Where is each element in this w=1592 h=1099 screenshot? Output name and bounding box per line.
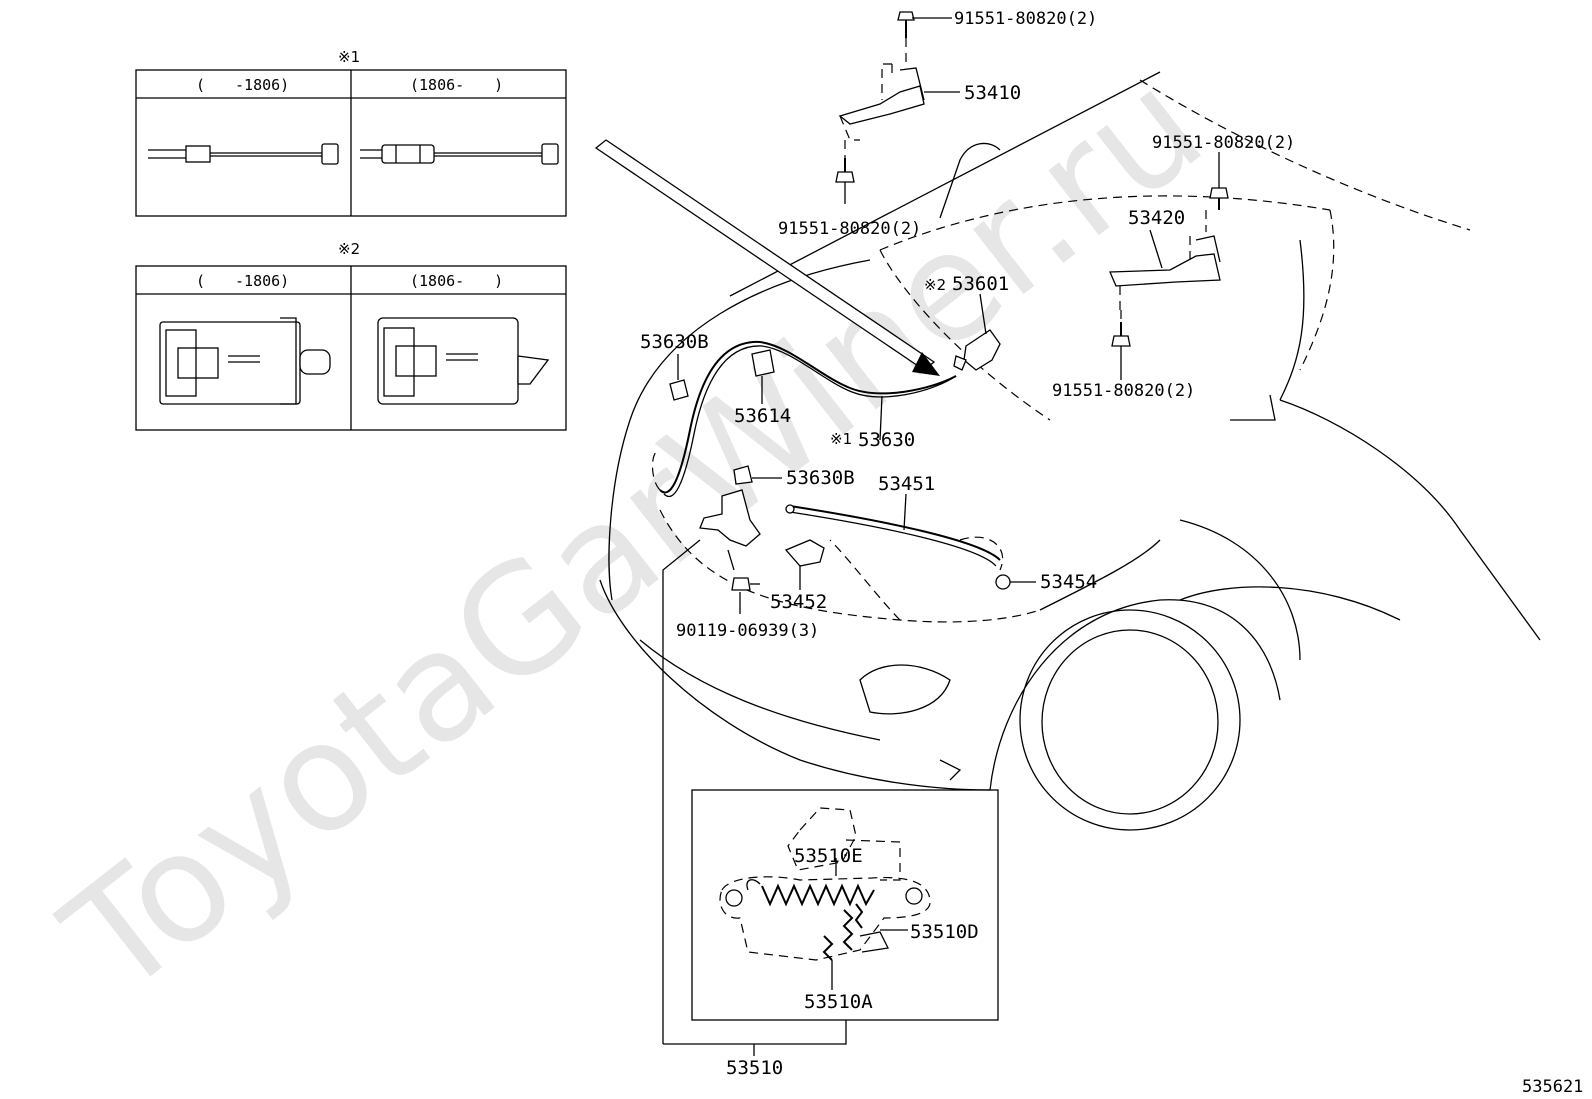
clamp-icon <box>669 379 689 401</box>
lever-late-icon <box>377 317 550 405</box>
vehicle-outline <box>599 71 1541 831</box>
hood-release-cable-icon <box>651 340 957 498</box>
direction-arrow <box>594 139 940 376</box>
label-lever: 53601 <box>952 273 1009 295</box>
inset-1-marker: ※1 <box>338 48 360 66</box>
diagram-id: 535621 <box>1522 1077 1583 1097</box>
bolt-icon <box>1209 187 1229 210</box>
inset-2-header-left: ( -1806) <box>196 272 289 290</box>
rod-holder-icon <box>784 539 825 567</box>
inset-2-marker: ※2 <box>338 240 360 258</box>
label-bolt-left-lower: 91551-80820(2) <box>778 219 921 239</box>
label-bolt-right-upper: 91551-80820(2) <box>1152 133 1295 153</box>
label-clip: 53614 <box>734 405 791 427</box>
hood-lock-assy-icon <box>699 489 761 571</box>
label-lock-spring-e: 53510E <box>794 845 863 867</box>
bolt-icon <box>897 11 915 64</box>
cable-end-late-icon <box>360 143 559 165</box>
label-hinge-right: 53420 <box>1128 207 1185 229</box>
bolt-icon <box>731 577 760 591</box>
lever-early-icon <box>159 317 331 405</box>
inset-1-header-right: (1806- ) <box>410 76 503 94</box>
label-support-rod: 53451 <box>878 473 935 495</box>
hood-lock-control-lever-icon <box>953 329 1001 371</box>
label-clamp-upper: 53630B <box>640 331 709 353</box>
label-lock-spring-a: 53510A <box>804 991 873 1013</box>
hood-hinge-left-icon <box>838 63 925 141</box>
bolt-icon <box>1111 310 1131 372</box>
leader-lines <box>677 17 1220 614</box>
hood-support-rod-icon <box>785 504 1001 567</box>
label-hinge-left: 53410 <box>964 82 1021 104</box>
label-bolt-top: 91551-80820(2) <box>954 9 1097 29</box>
lock-assy-bracket <box>662 539 847 1056</box>
label-clamp-lower: 53630B <box>786 467 855 489</box>
inset-1-header-left: ( -1806) <box>196 76 289 94</box>
inset-2-table: ※2 ( -1806) (1806- ) <box>135 240 567 431</box>
clip-icon <box>751 349 775 404</box>
label-bolt-lock: 90119-06939(3) <box>676 621 819 641</box>
bolt-icon <box>835 140 855 204</box>
label-rod-holder: 53452 <box>770 591 827 613</box>
label-cushion: 53454 <box>1040 571 1097 593</box>
label-lock-spring-d: 53510D <box>910 921 979 943</box>
inset-2-header-right: (1806- ) <box>410 272 503 290</box>
label-lock-assy: 53510 <box>726 1057 783 1079</box>
label-cable: 53630 <box>858 429 915 451</box>
label-bolt-right-lower: 91551-80820(2) <box>1052 381 1195 401</box>
cushion-icon <box>995 574 1011 590</box>
lock-detail-box <box>691 789 999 1021</box>
label-cable-marker: ※1 <box>830 430 852 448</box>
cable-end-early-icon <box>148 143 339 165</box>
watermark-text: ToyotaGarWiner.ru <box>34 38 1234 1029</box>
hood-hinge-right-icon <box>1109 210 1221 310</box>
label-lever-marker: ※2 <box>924 276 946 294</box>
inset-1-table: ※1 ( -1806) (1806- ) <box>135 48 567 217</box>
clamp-icon <box>733 465 753 485</box>
